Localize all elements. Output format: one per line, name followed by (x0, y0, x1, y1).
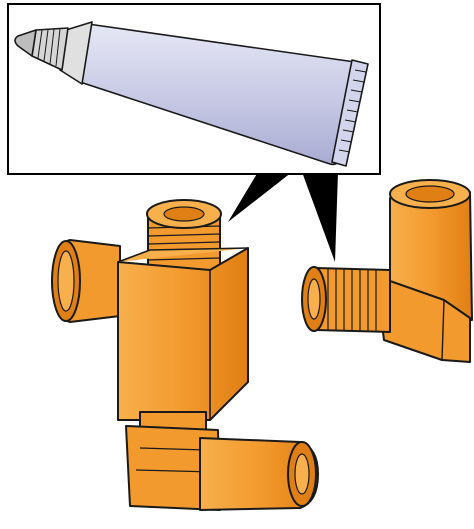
cap-ridges (37, 28, 61, 67)
callout-pointer-right (302, 172, 338, 262)
elbow-fitting (301, 179, 473, 363)
tee-fitting (51, 199, 319, 511)
crimp-ridges (338, 69, 367, 153)
elbow-thread-lines (327, 268, 377, 332)
tee-body (117, 247, 249, 421)
sealant-tube (14, 21, 369, 167)
callout-pointer-left (228, 172, 292, 222)
tube-crimp (331, 59, 369, 167)
elbow-thread (315, 267, 391, 333)
tube-nozzle (14, 29, 37, 57)
